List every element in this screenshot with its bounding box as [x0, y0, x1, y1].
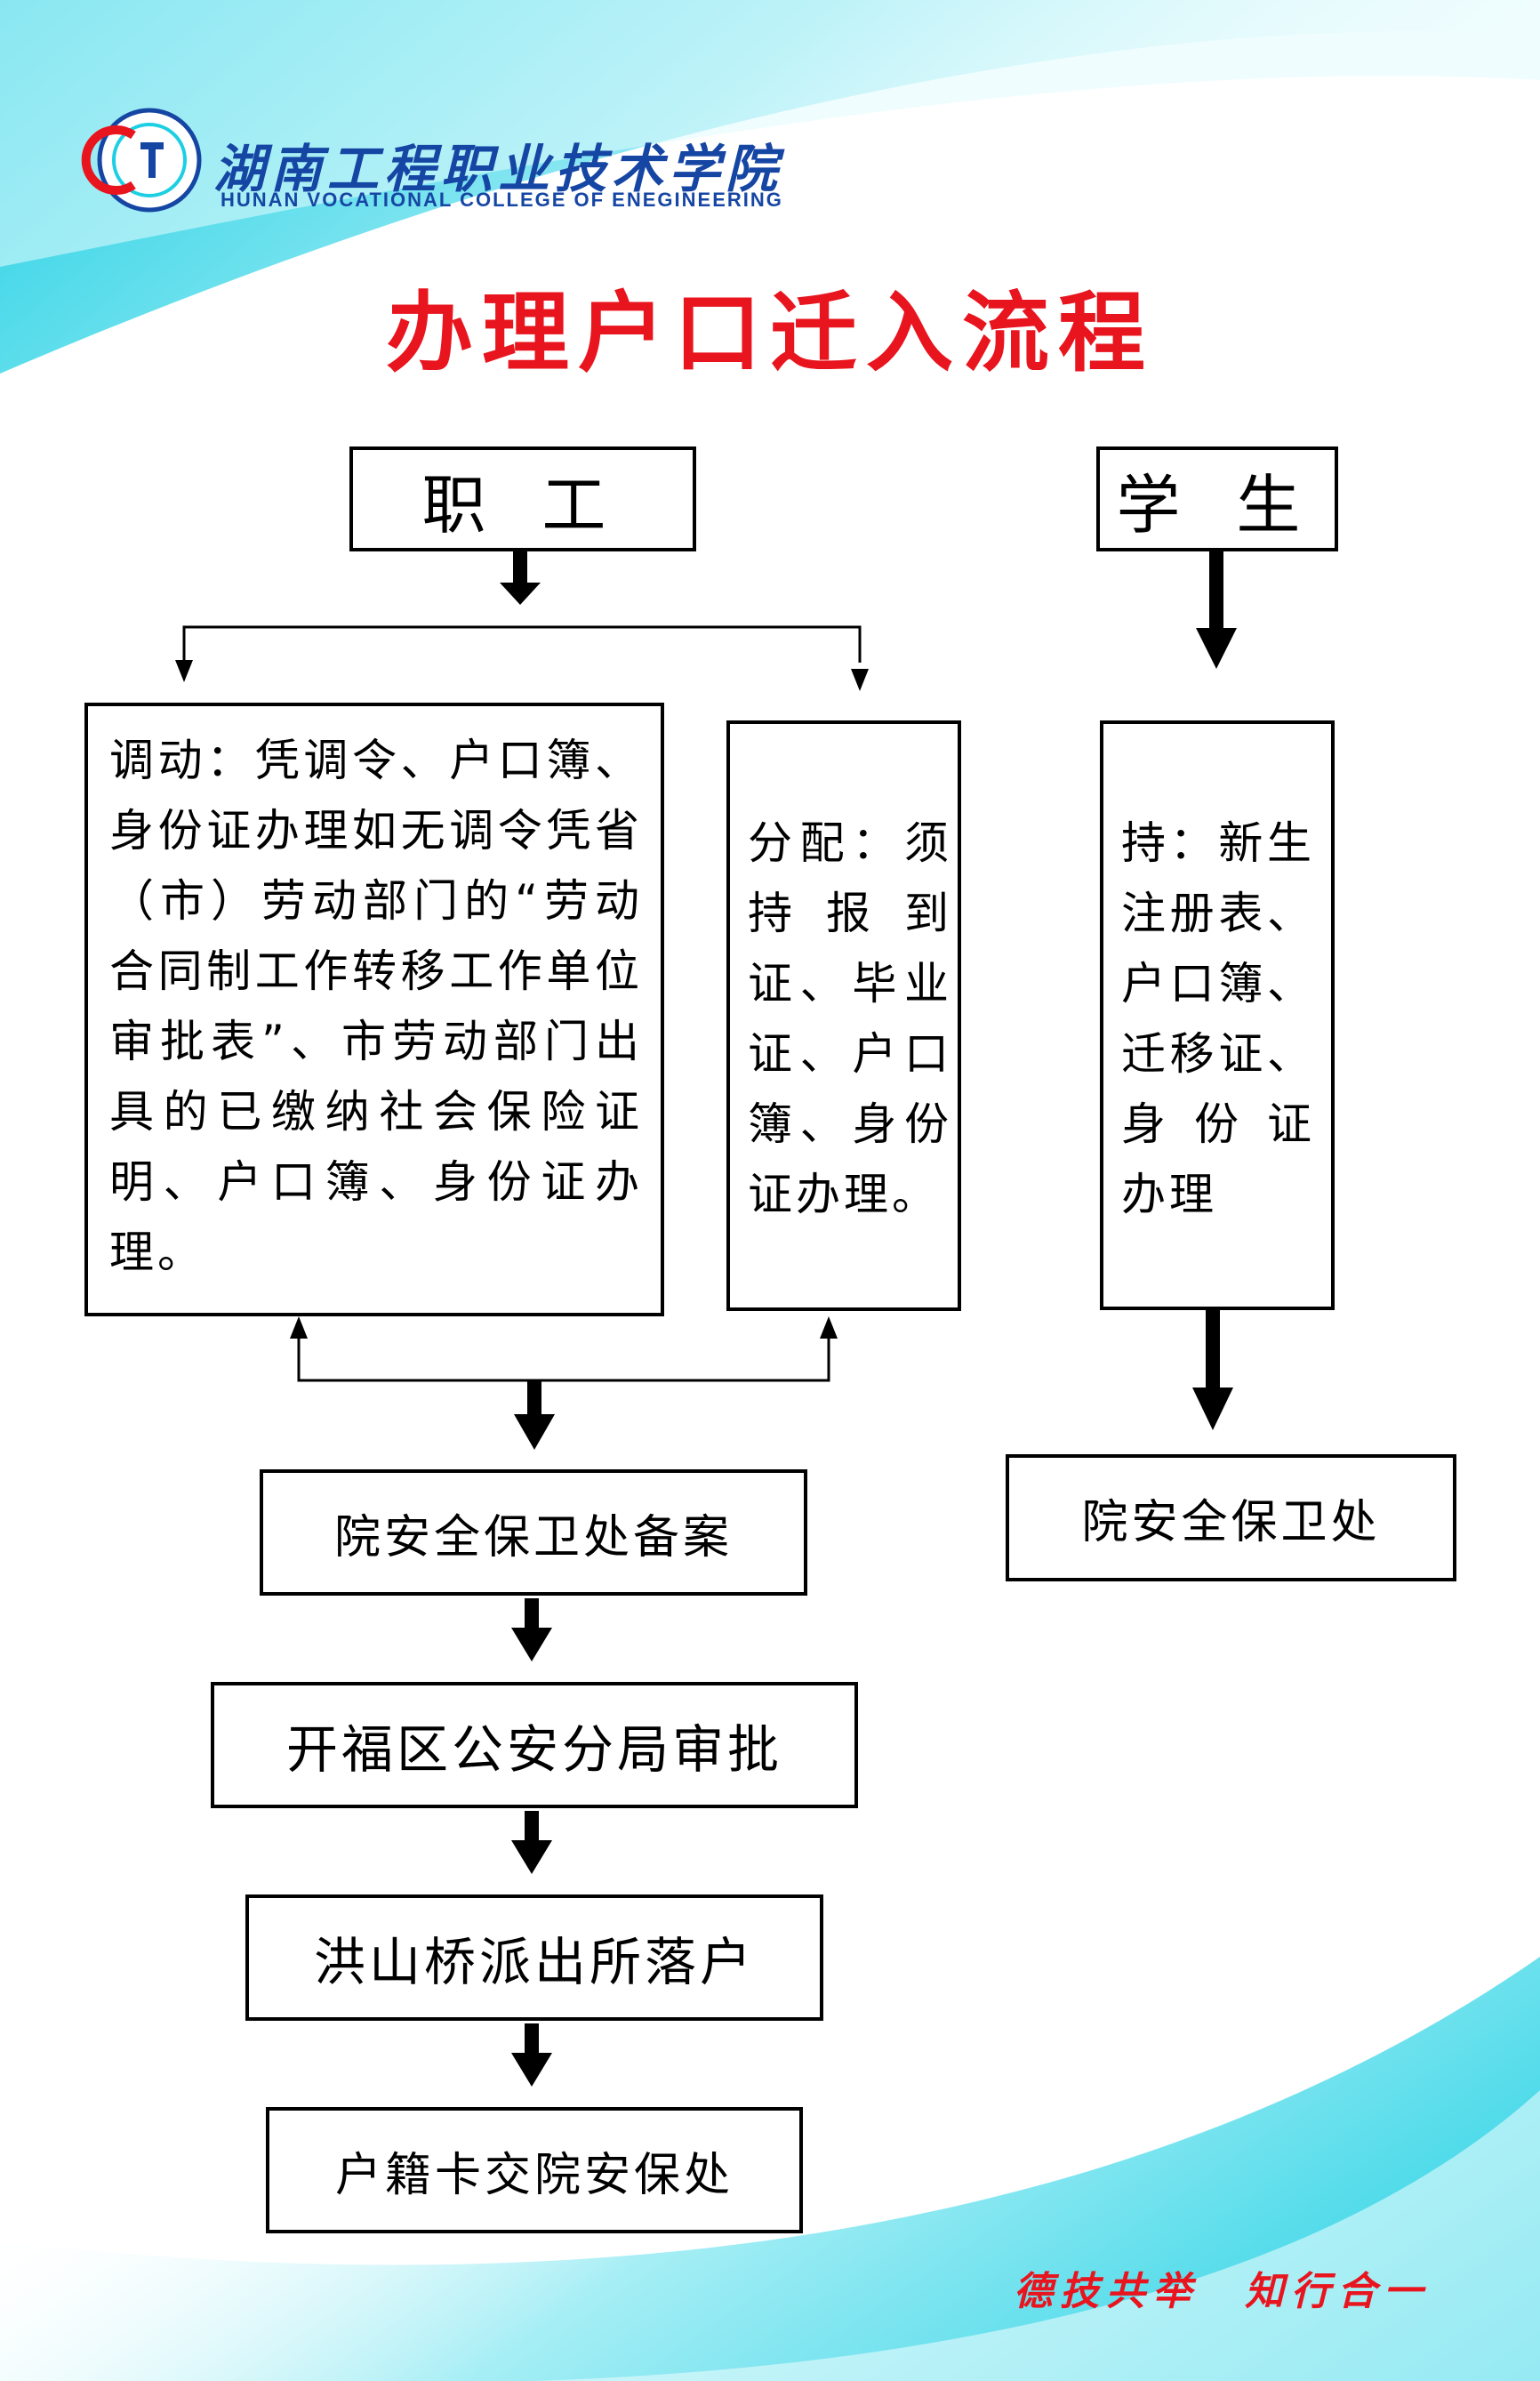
step-box-3: 洪山桥派出所落户 [245, 1894, 823, 2021]
student-step-arrow [1206, 1310, 1220, 1390]
assignment-requirements-box: 分配：须持报到证、毕业证、户口簿、身份证办理。 [726, 720, 961, 1311]
step-arrow-1 [525, 1598, 539, 1630]
step-arrow-3 [525, 2023, 539, 2055]
page-title: 办理户口迁入流程 [385, 282, 1154, 384]
student-final-step-box: 院安全保卫处 [1006, 1454, 1456, 1581]
student-heading-arrow [1209, 551, 1223, 631]
step-label-4: 户籍卡交院安保处 [334, 2148, 734, 2202]
step-label-2: 开福区公安分局审批 [285, 1719, 782, 1780]
student-requirements-text: 持：新生注册表、户口簿、迁移证、身 份 证办理 [1121, 817, 1315, 1220]
assignment-requirements-text: 分配：须持报到证、毕业证、户口簿、身份证办理。 [748, 817, 952, 1220]
staff-split-connector [182, 625, 862, 663]
step-box-4: 户籍卡交院安保处 [266, 2107, 803, 2233]
transfer-requirements-text: 调动：凭调令、户口簿、身份证办理如无调令凭省（市）劳动部门的“劳动合同制工作转移… [109, 735, 643, 1278]
top-wave-light [0, 0, 1540, 267]
step-arrow-2 [525, 1811, 539, 1843]
college-name-en: HUNAN VOCATIONAL COLLEGE OF ENEGINEERING [221, 189, 783, 211]
student-requirements-box: 持：新生注册表、户口簿、迁移证、身 份 证办理 [1100, 720, 1335, 1310]
bottom-wave-light [533, 2090, 1540, 2381]
student-heading: 学 生 [1116, 467, 1319, 543]
staff-heading-arrow [513, 549, 527, 584]
college-name-cn: 湖南工程职业技术学院 [213, 139, 783, 199]
staff-merge-arrow [527, 1380, 541, 1418]
staff-heading-box: 职 工 [349, 446, 696, 551]
school-motto: 德技共举 知行合一 [1014, 2269, 1430, 2314]
student-final-step-label: 院安全保卫处 [1081, 1496, 1381, 1549]
step-label-3: 洪山桥派出所落户 [313, 1932, 755, 1992]
staff-heading: 职 工 [421, 467, 624, 543]
step-box-2: 开福区公安分局审批 [211, 1682, 858, 1808]
staff-merge-connector [297, 1339, 830, 1382]
transfer-requirements-box: 调动：凭调令、户口簿、身份证办理如无调令凭省（市）劳动部门的“劳动合同制工作转移… [84, 703, 664, 1316]
bottom-wave [0, 1957, 1540, 2381]
step-box-1: 院安全保卫处备案 [260, 1469, 807, 1596]
college-logo-icon [81, 108, 202, 213]
student-heading-box: 学 生 [1096, 446, 1338, 551]
step-label-1: 院安全保卫处备案 [333, 1510, 733, 1565]
